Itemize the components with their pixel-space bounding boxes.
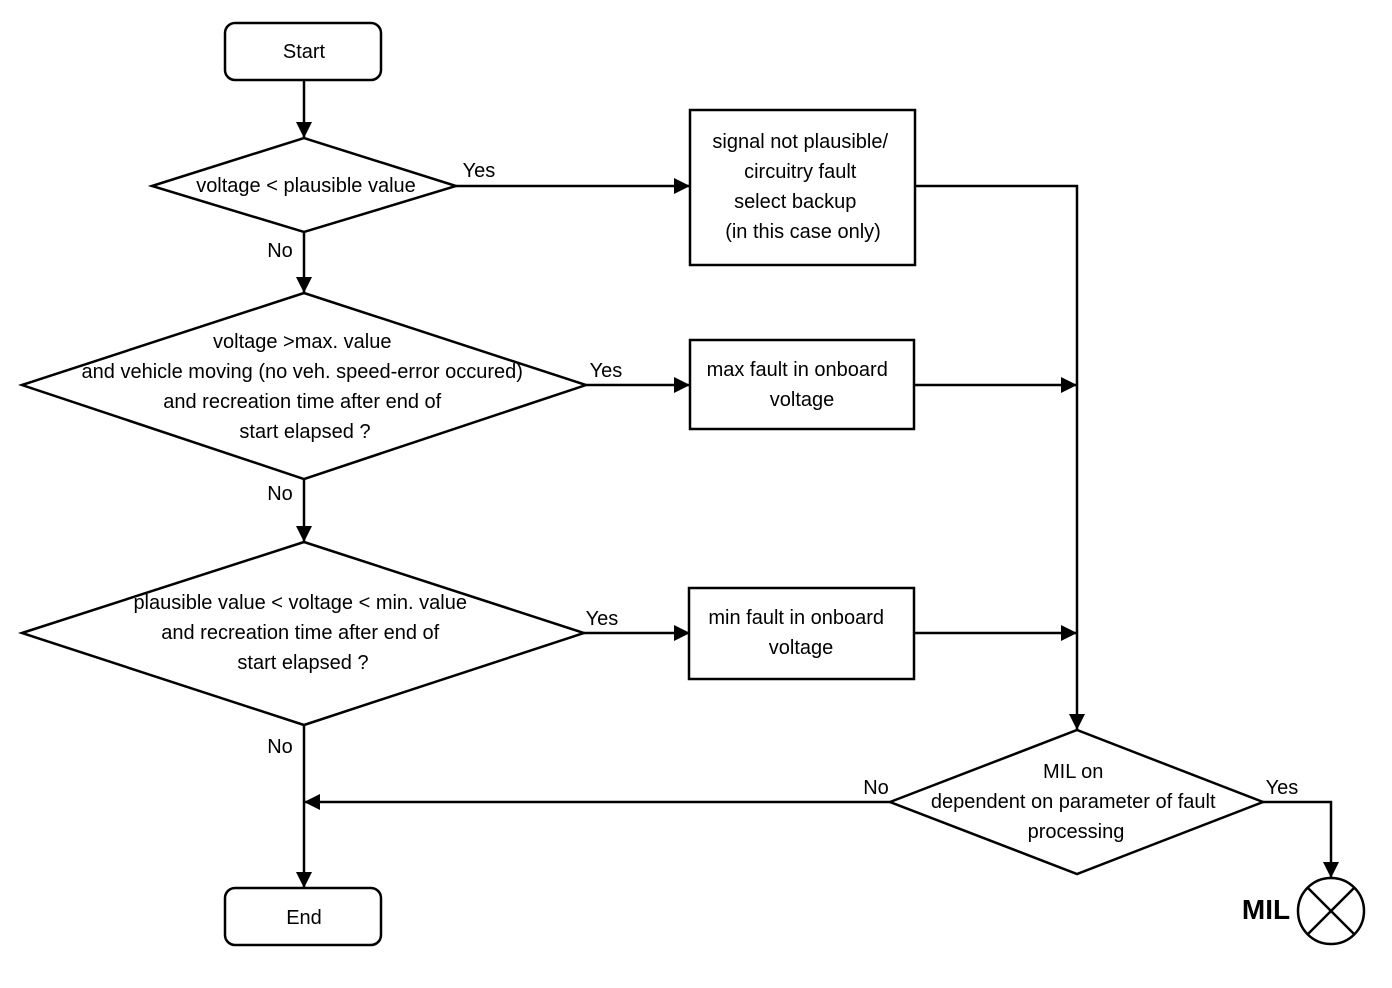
mil-lamp: MIL [1242,876,1366,946]
end-terminal: End [223,886,383,947]
yes-label: Yes [586,608,619,630]
end-shape [223,886,383,947]
connectors [296,80,1339,888]
decision-mil-on: MIL on dependent on parameter of fault p… [886,728,1267,876]
process-shape [687,586,916,681]
decision-shape [147,136,461,234]
decision-voltage-plausible: voltage < plausible value [147,136,461,234]
decision-text: plausible value < voltage < min. value a… [133,592,472,674]
branch-labels: Yes No Yes No Yes No No Yes [267,160,1298,799]
edge-d4-yes [1263,800,1339,878]
process-min-fault: min fault in onboard voltage [687,586,916,681]
process-text: signal not plausible/ circuitry fault se… [712,131,893,243]
yes-label: Yes [463,160,496,182]
decision-shape [18,291,590,481]
yes-label: Yes [1266,777,1299,799]
decision-shape [17,540,589,727]
yes-label: Yes [590,360,623,382]
process-text: min fault in onboard voltage [708,607,889,659]
no-label: No [863,777,889,799]
end-label: End [286,907,322,929]
no-label: No [267,240,293,262]
process-text: max fault in onboard voltage [707,359,894,411]
decision-voltage-max: voltage >max. value and vehicle moving (… [18,291,590,481]
decision-shape [886,728,1267,876]
decision-text: voltage < plausible value [196,175,416,197]
mil-label: MIL [1242,894,1290,925]
no-label: No [267,736,293,758]
process-signal-not-plausible: signal not plausible/ circuitry fault se… [688,108,917,267]
decision-text: voltage >max. value and vehicle moving (… [82,331,529,443]
edge-p1-d4 [915,184,1085,730]
lamp-cross-icon [1296,876,1366,946]
no-label: No [267,483,293,505]
start-shape [223,21,383,82]
start-terminal: Start [223,21,383,82]
process-shape [688,108,917,267]
decision-text: MIL on dependent on parameter of fault p… [931,761,1221,843]
decision-voltage-min: plausible value < voltage < min. value a… [17,540,589,727]
start-label: Start [283,41,326,63]
process-shape [688,338,916,431]
process-max-fault: max fault in onboard voltage [688,338,916,431]
